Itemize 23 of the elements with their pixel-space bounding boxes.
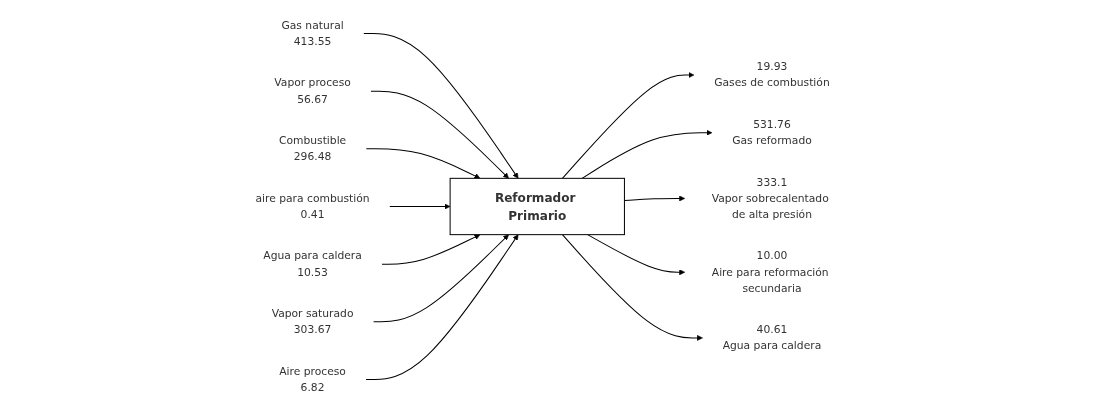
arrow bbox=[586, 234, 685, 276]
node-text: 333.1 Vapor sobrecalentado de alta presión bbox=[711, 175, 829, 221]
arrow bbox=[561, 72, 695, 179]
node-text: Aire proceso 6.82 bbox=[278, 364, 346, 394]
node-text: Gas natural 413.55 bbox=[281, 18, 344, 48]
arrow bbox=[381, 234, 480, 265]
node-text: aire para combustión 0.41 bbox=[255, 191, 370, 221]
arrow bbox=[581, 129, 713, 179]
node-text: Agua para caldera 10.53 bbox=[263, 249, 362, 279]
arrow bbox=[365, 234, 519, 380]
node-box: Reformador Primario bbox=[449, 177, 625, 236]
arrow bbox=[372, 234, 509, 323]
node-text: 10.00 Aire para reformación secundaria bbox=[711, 249, 829, 295]
node-text: Vapor saturado 303.67 bbox=[271, 307, 354, 336]
node-text: 19.93 Gases de combustión bbox=[713, 60, 830, 90]
arrow bbox=[561, 234, 703, 341]
node-text: 40.61 Agua para caldera bbox=[722, 323, 821, 352]
arrow bbox=[363, 33, 519, 179]
node-text: 531.76 Gas reformado bbox=[731, 117, 812, 147]
arrow bbox=[365, 148, 480, 179]
arrow bbox=[370, 90, 509, 179]
node-text: Combustible 296.48 bbox=[278, 134, 346, 163]
node-text: Vapor proceso 56.67 bbox=[274, 76, 351, 106]
